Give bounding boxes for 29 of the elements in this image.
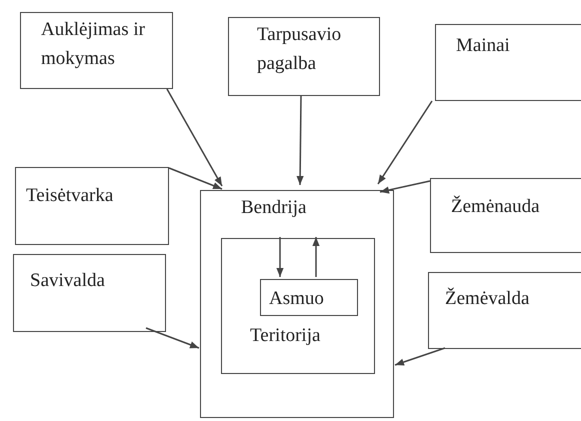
text-box: [260, 279, 358, 316]
arrow: [276, 237, 284, 277]
box-label: Teritorija: [250, 324, 322, 348]
box-label: Žemėvalda: [445, 286, 530, 311]
box-label: Bendrija: [241, 196, 308, 220]
text-box: [221, 238, 375, 374]
text-box: [430, 178, 581, 253]
text-box: [13, 254, 166, 332]
arrow: [296, 96, 304, 185]
text-box: [435, 24, 581, 101]
box-label: Asmuo: [269, 287, 325, 311]
arrow: [380, 180, 430, 194]
text-box: [428, 272, 581, 349]
text-box: [15, 167, 169, 245]
box-label: Tarpusavio pagalba: [257, 23, 342, 76]
arrow: [166, 88, 223, 186]
text-box: [20, 12, 173, 89]
text-box: [200, 190, 394, 418]
text-box: [228, 17, 380, 96]
box-label: Savivalda: [30, 269, 106, 293]
box-label: Teisėtvarka: [26, 184, 114, 208]
box-label: Auklėjimas ir mokymas: [41, 18, 146, 72]
arrow: [168, 167, 222, 190]
box-label: Žemėnauda: [451, 194, 541, 219]
arrow: [146, 327, 200, 349]
arrow: [312, 237, 320, 277]
box-label: Mainai: [456, 34, 511, 58]
arrow: [377, 100, 433, 184]
arrow: [394, 347, 446, 366]
